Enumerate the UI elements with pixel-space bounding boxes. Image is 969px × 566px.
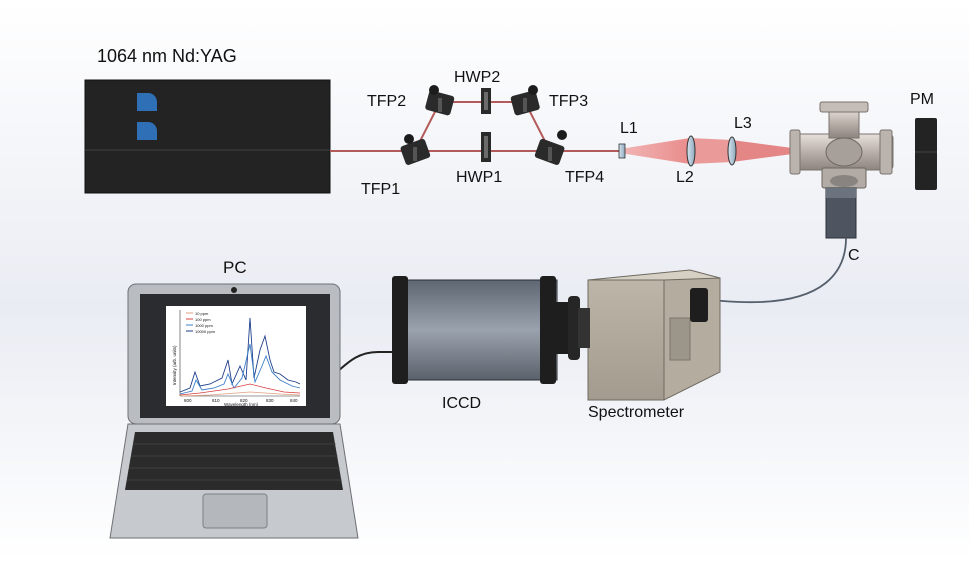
x-tick-label: 820	[240, 398, 248, 403]
expanding-beam	[620, 138, 690, 164]
legend-item: 10000 ppm	[195, 329, 216, 334]
lens-l3	[727, 136, 737, 166]
tfp1-mount	[400, 134, 431, 165]
trackpad	[202, 493, 268, 529]
spectrum-line-10000ppm	[179, 317, 301, 393]
pc-label: PC	[223, 258, 247, 277]
tfp2-label: TFP2	[367, 93, 406, 110]
l2-label: L2	[676, 169, 694, 186]
sample-chamber	[789, 101, 894, 189]
hwp1-plate	[481, 132, 491, 162]
hwp1-label: HWP1	[456, 169, 502, 186]
legend-item: 100 ppm	[195, 317, 211, 322]
collector-c	[825, 187, 857, 239]
l1-label: L1	[620, 120, 638, 137]
screen-legend: 10 ppm 100 ppm 1000 ppm 10000 ppm	[186, 311, 216, 334]
legend-item: 1000 ppm	[195, 323, 213, 328]
tfp1-label: TFP1	[361, 181, 400, 198]
c-label: C	[848, 247, 860, 264]
fiber-cable	[705, 237, 847, 304]
x-tick-label: 830	[266, 398, 274, 403]
laser-shutter-icon	[137, 93, 157, 111]
spectrum-line-10ppm	[179, 391, 301, 397]
hwp2-label: HWP2	[454, 69, 500, 86]
lens-l2	[686, 135, 696, 167]
iccd-label: ICCD	[442, 395, 481, 412]
focused-beam	[732, 140, 800, 162]
legend-item: 10 ppm	[195, 311, 209, 316]
laser-head	[84, 79, 331, 194]
hwp2-plate	[481, 88, 491, 114]
pm-label: PM	[910, 91, 934, 108]
spectrum-line-100ppm	[179, 383, 301, 396]
x-tick-label: 800	[184, 398, 192, 403]
x-axis-label: Wavelength (nm)	[224, 402, 259, 407]
tfp3-label: TFP3	[549, 93, 588, 110]
iccd-camera	[392, 276, 590, 384]
spectrometer-body	[587, 269, 721, 401]
laser-interlock-icon	[137, 122, 157, 140]
spectrum-line-1000ppm	[179, 343, 301, 395]
tfp3-mount	[510, 85, 540, 116]
collimated-beam	[690, 138, 732, 164]
webcam-icon	[231, 287, 237, 293]
spectrometer-label: Spectrometer	[588, 404, 685, 421]
tfp4-label: TFP4	[565, 169, 604, 186]
screen-plot: 10 ppm 100 ppm 1000 ppm 10000 ppm 800 81…	[166, 306, 306, 407]
tfp2-mount	[425, 85, 455, 116]
y-axis-label: Intensity (arb. units)	[172, 345, 177, 385]
laser-label: 1064 nm Nd:YAG	[97, 46, 237, 66]
keyboard	[125, 432, 343, 490]
x-tick-label: 810	[212, 398, 220, 403]
lens-l1	[618, 143, 626, 159]
power-meter	[915, 118, 937, 190]
x-tick-label: 840	[290, 398, 298, 403]
tfp4-mount	[534, 130, 567, 165]
l3-label: L3	[734, 115, 752, 132]
